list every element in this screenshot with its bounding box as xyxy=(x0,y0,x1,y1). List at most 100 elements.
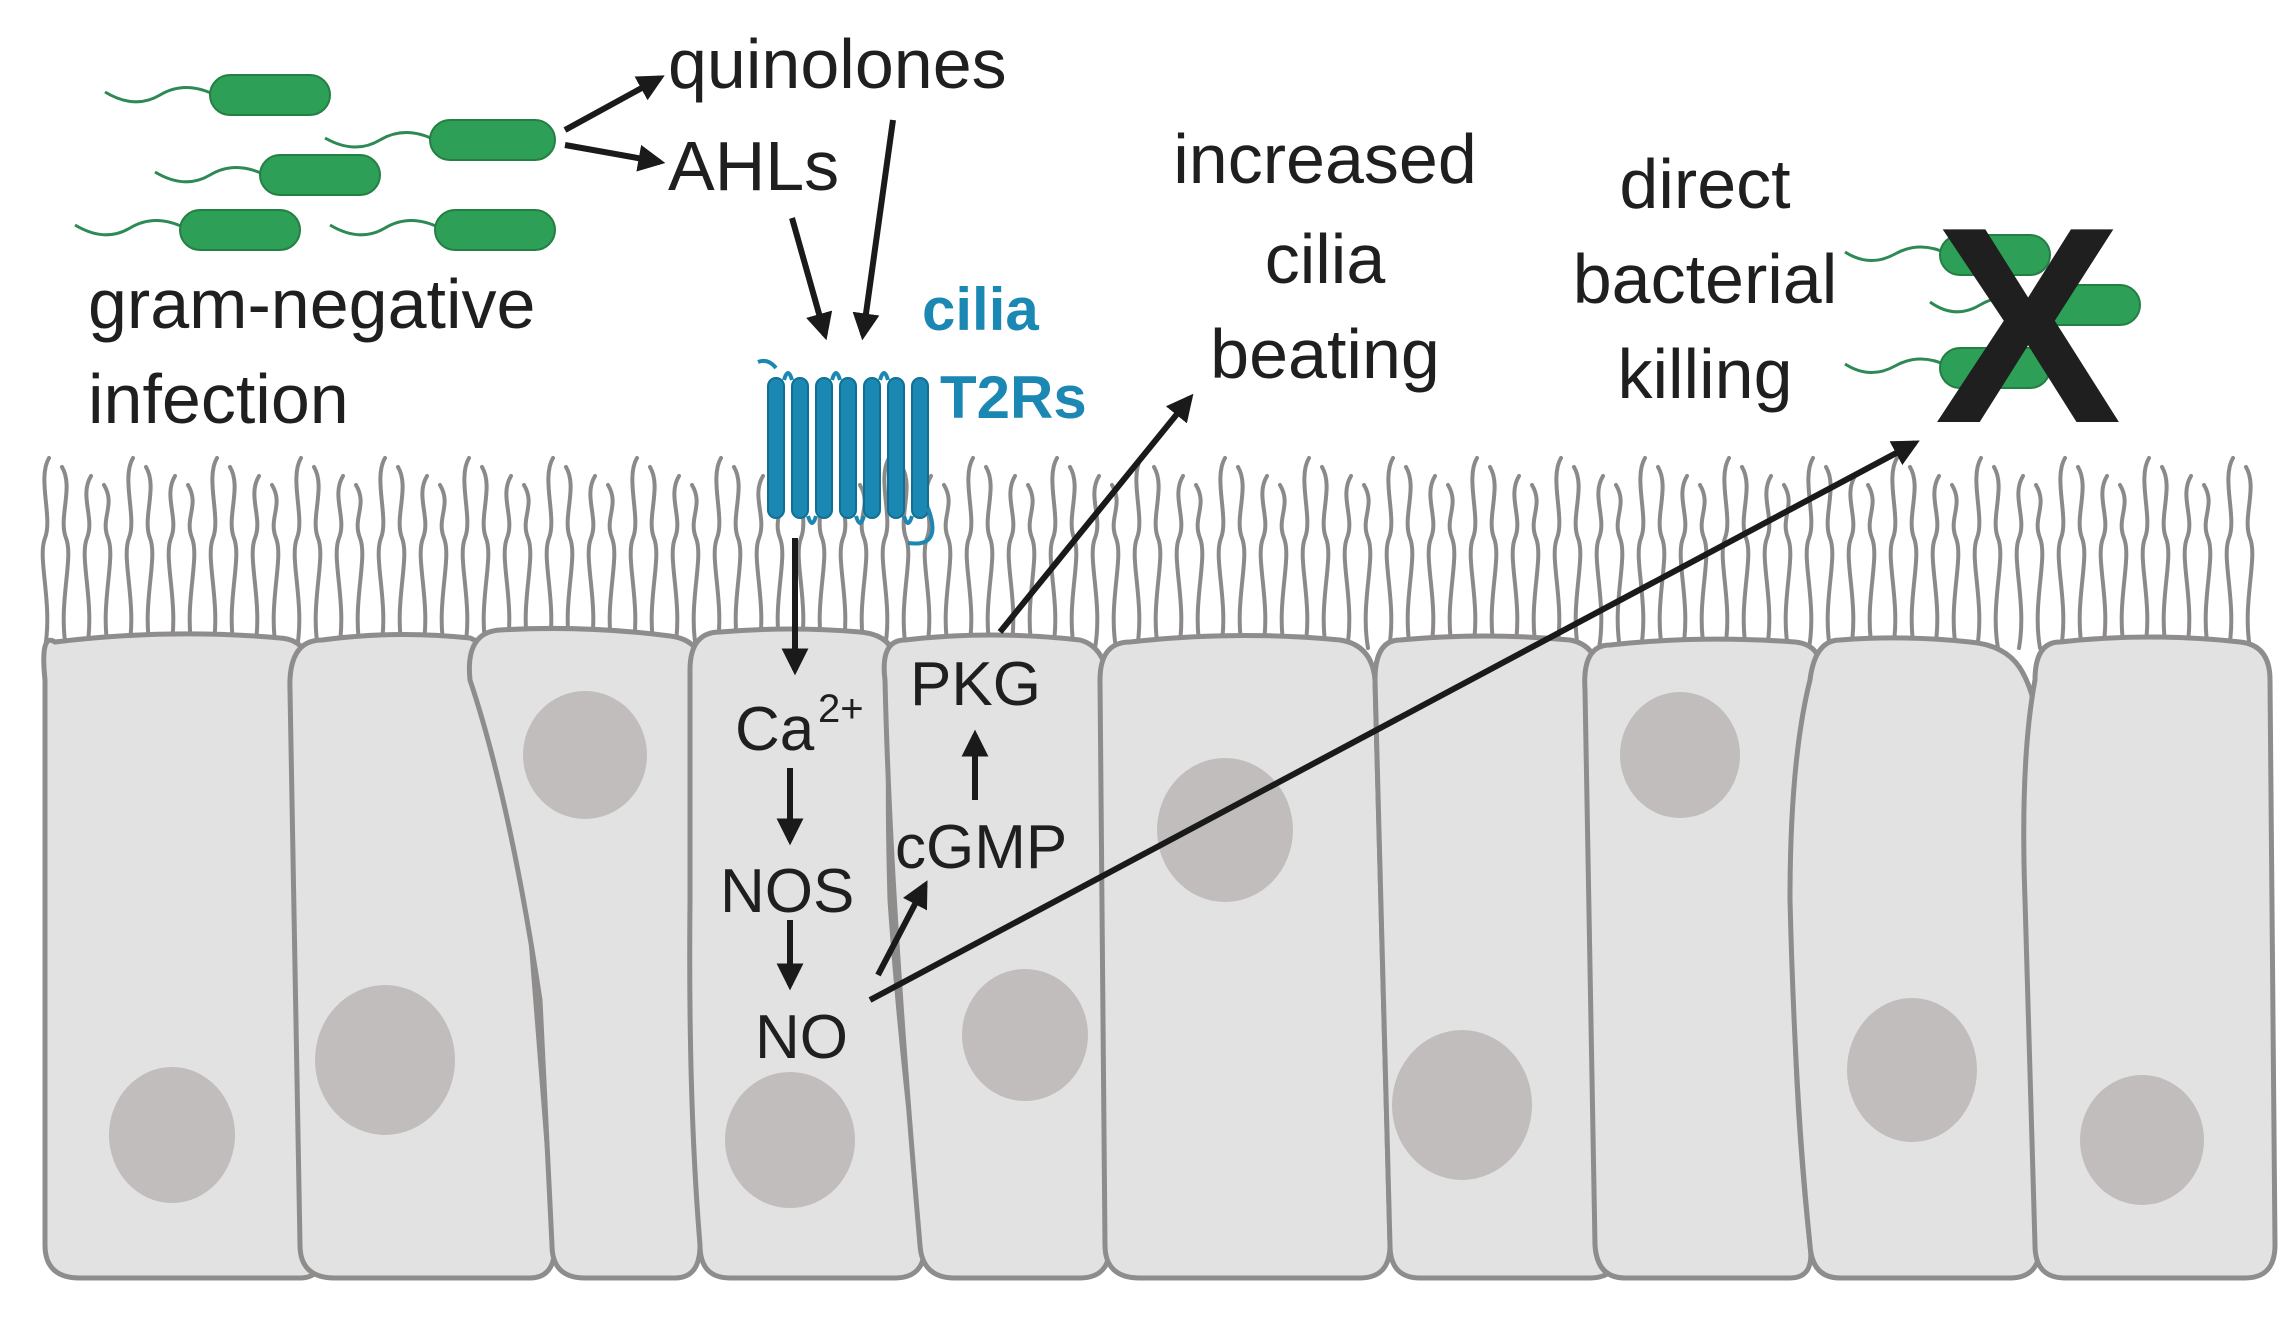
bacterium-icon xyxy=(1939,234,2051,276)
cilium xyxy=(2056,456,2067,650)
cilium xyxy=(502,474,513,650)
cilium xyxy=(228,465,239,650)
cilium xyxy=(522,483,533,650)
arrow-no-to-killing xyxy=(868,440,1920,1003)
cilium xyxy=(376,456,387,650)
cilium xyxy=(1468,456,1479,650)
cilium xyxy=(732,465,743,650)
nucleus xyxy=(1157,758,1293,902)
cilium xyxy=(900,465,911,650)
cilium xyxy=(1866,483,1877,650)
nucleus xyxy=(725,1072,855,1208)
arrows xyxy=(563,75,1920,1003)
cilium xyxy=(1110,483,1121,650)
cilium xyxy=(250,474,261,650)
cilium xyxy=(712,456,723,650)
nucleus xyxy=(1620,692,1740,818)
cilia-layer xyxy=(40,456,2255,650)
cilium xyxy=(1426,474,1437,650)
cilium xyxy=(82,474,93,650)
arrow-to-ahls xyxy=(564,142,666,172)
ca-label: Ca xyxy=(735,695,815,764)
cilium xyxy=(270,483,281,650)
cilium xyxy=(1278,483,1289,650)
arrow-quinolones-to-receptor xyxy=(852,119,896,341)
cilium xyxy=(1656,465,1667,650)
cilium xyxy=(1720,456,1731,650)
cilium xyxy=(1950,483,1961,650)
cilium xyxy=(880,456,891,650)
nucleus xyxy=(109,1067,235,1203)
bacterium-icon xyxy=(209,74,331,116)
x-mark-icon: X xyxy=(1935,170,2123,482)
cilium xyxy=(648,465,659,650)
cilium xyxy=(354,483,365,650)
cilium xyxy=(1026,483,1037,650)
epithelial-cell xyxy=(1372,633,1623,1281)
killing-label-line2: bacterial xyxy=(1573,240,1838,318)
cilium xyxy=(1510,474,1521,650)
cilium xyxy=(1930,474,1941,650)
cilium xyxy=(670,474,681,650)
cilium xyxy=(1258,474,1269,650)
ca-superscript: 2+ xyxy=(818,687,864,731)
cilium xyxy=(1090,474,1101,650)
cilium xyxy=(1636,456,1647,650)
cilium xyxy=(1174,474,1185,650)
nucleus xyxy=(962,969,1088,1101)
cilium xyxy=(2098,474,2109,650)
cilium xyxy=(2076,465,2087,650)
cilium xyxy=(186,483,197,650)
cilium xyxy=(1614,483,1625,650)
cilium xyxy=(1236,465,1247,650)
arrow-pkg-to-cilia-beating xyxy=(997,393,1194,634)
cilium xyxy=(480,465,491,650)
pkg-label: PKG xyxy=(910,650,1041,719)
receptor-label-line2: T2Rs xyxy=(940,364,1087,431)
infection-label-line2: infection xyxy=(88,360,349,438)
cilium xyxy=(144,465,155,650)
cilium xyxy=(1152,465,1163,650)
cilium xyxy=(438,483,449,650)
cilium xyxy=(2014,474,2025,650)
cilium xyxy=(124,456,135,650)
cilium xyxy=(942,483,953,650)
cilium xyxy=(2244,465,2255,650)
cilium xyxy=(984,465,995,650)
cilium xyxy=(1846,474,1857,650)
cilium xyxy=(60,465,71,650)
cilium xyxy=(1888,456,1899,650)
cilium xyxy=(1488,465,1499,650)
cilia-beating-label-line3: beating xyxy=(1210,315,1440,393)
epithelial-cell-layer xyxy=(41,625,2278,1281)
cilium xyxy=(1132,456,1143,650)
cilium xyxy=(690,483,701,650)
cilium xyxy=(396,465,407,650)
cilium xyxy=(1824,465,1835,650)
nucleus xyxy=(523,691,647,819)
nucleus xyxy=(1392,1030,1532,1180)
cilium xyxy=(2034,483,2045,650)
cilium xyxy=(1068,465,1079,650)
bacterium-icon xyxy=(434,209,556,251)
cilium xyxy=(1804,456,1815,650)
epithelial-cell xyxy=(1097,632,1393,1281)
cilium xyxy=(1594,474,1605,650)
cilium xyxy=(312,465,323,650)
quinolones-label: quinolones xyxy=(668,25,1007,103)
cilium xyxy=(1908,465,1919,650)
cilium xyxy=(2182,474,2193,650)
cilium xyxy=(1552,456,1563,650)
cilium xyxy=(2140,456,2151,650)
cilium xyxy=(102,483,113,650)
cilium xyxy=(1216,456,1227,650)
bacterium-icon xyxy=(259,154,381,196)
cilium xyxy=(1572,465,1583,650)
cilium xyxy=(208,456,219,650)
epithelial-cell xyxy=(466,625,708,1281)
no-label: NO xyxy=(755,1003,848,1072)
nuclei xyxy=(109,691,2204,1208)
cilium xyxy=(606,483,617,650)
cilium xyxy=(1404,465,1415,650)
